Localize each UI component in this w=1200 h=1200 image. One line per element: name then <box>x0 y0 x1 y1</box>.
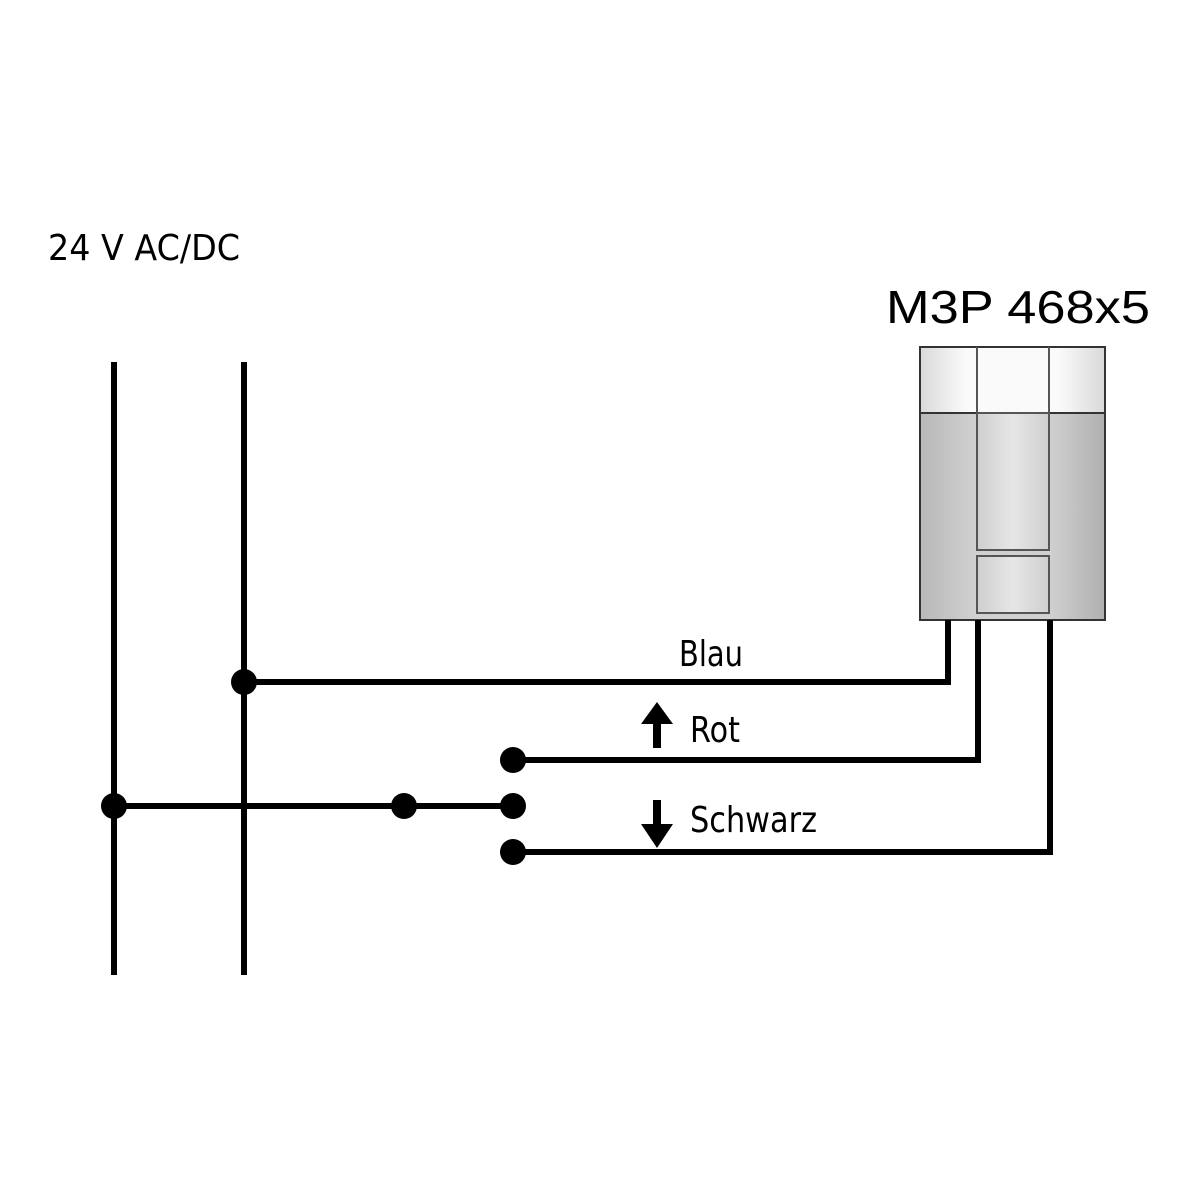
wire-black <box>513 620 1053 855</box>
wire-black-label: Schwarz <box>690 800 817 841</box>
device-model-label: M3P 468x5 <box>886 281 1150 333</box>
junction-blue-rail <box>231 669 257 695</box>
switch-terminal-red <box>500 747 526 773</box>
switch-contact-common <box>391 793 417 819</box>
device-center-strip <box>976 412 1050 551</box>
arrow-up-icon <box>641 702 673 748</box>
device-window <box>976 555 1050 614</box>
supply-rails <box>111 362 247 975</box>
switch-terminal-middle <box>500 793 526 819</box>
junction-left-rail <box>101 793 127 819</box>
switch-terminal-black <box>500 839 526 865</box>
wire-red <box>513 620 981 763</box>
actuator-device <box>919 346 1106 621</box>
device-top-cap <box>919 346 1106 414</box>
supply-voltage-label: 24 V AC/DC <box>48 228 240 269</box>
wire-red-label: Rot <box>690 710 740 751</box>
arrow-down-icon <box>641 800 673 848</box>
wire-blue-label: Blau <box>679 634 743 675</box>
junction-dots <box>101 669 526 865</box>
wires <box>114 620 1053 855</box>
wire-blue <box>244 620 951 685</box>
